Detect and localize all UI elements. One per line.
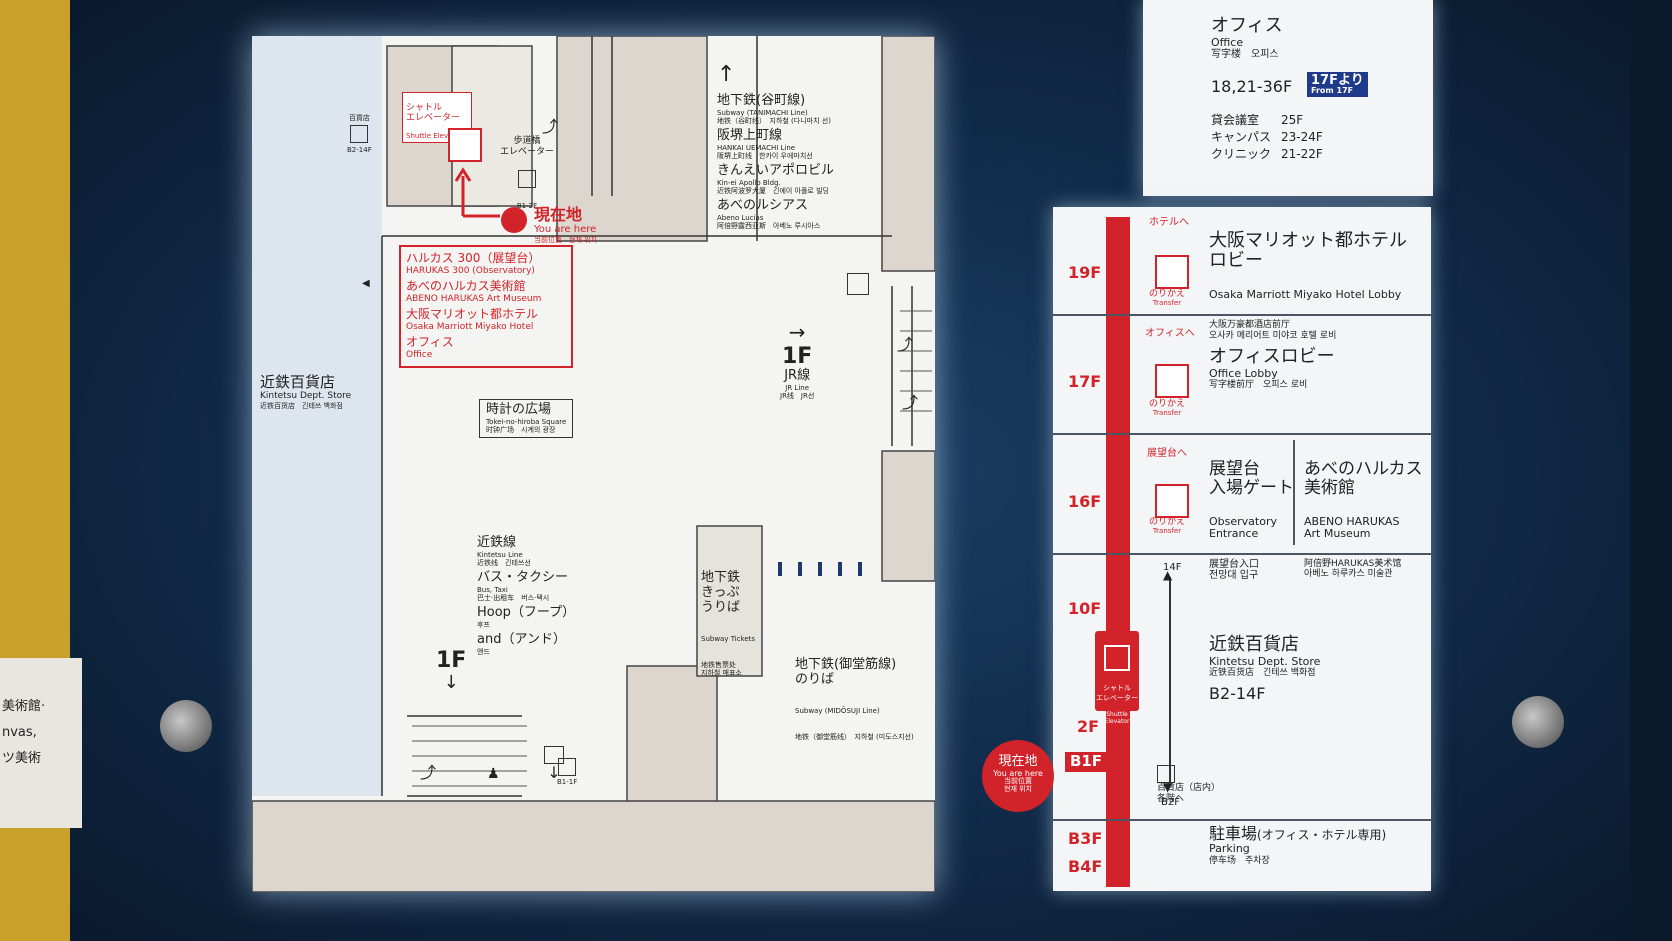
elevator-icon: [1155, 255, 1189, 289]
midosuji-line-label: 地下鉄(御堂筋線) のりば Subway (MIDŌSUJI Line) 地铁（…: [795, 657, 914, 742]
arrow-left-icon: ◀: [362, 278, 370, 289]
office-panel: オフィス Office 写字楼 오피스 18,21-36F 17Fより From…: [1143, 0, 1433, 196]
floor-b2f-label: B2F: [1161, 797, 1180, 808]
to-observatory-label: 展望台へ: [1147, 448, 1187, 459]
art-museum-label: あべのハルカス 美術館 ABENO HARUKAS Art Museum 阿倍野…: [1304, 459, 1423, 580]
elevator-icon: [518, 170, 536, 189]
current-floor-b1f: B1F: [1065, 752, 1107, 772]
arrow-right-icon: →: [788, 320, 806, 344]
left-notice: 美術館· nvas, ツ美術: [0, 658, 82, 828]
office-badge: 17Fより From 17F: [1307, 72, 1368, 97]
floor-19f: 19F: [1068, 263, 1102, 282]
elevator-icon: [350, 125, 369, 144]
destinations-box: ハルカス 300（展望台） HARUKAS 300 (Observatory) …: [399, 245, 573, 368]
elevator-icon: [847, 273, 869, 295]
south-destinations: 近鉄線 Kintetsu Line 近铁线 긴테쓰선 バス・タクシー Bus, …: [477, 535, 576, 656]
you-are-here-badge: 現在地 You are here 当前位置 현재 위치: [982, 740, 1054, 812]
divider: [1053, 553, 1431, 555]
floor-14f-label: 14F: [1163, 562, 1182, 573]
arrow-up-icon: ▲: [1163, 568, 1173, 582]
parking-label: 駐車場(オフィス・ホテル専用) Parking 停车场 주차장: [1209, 824, 1387, 867]
left-note-line: ツ美術: [2, 751, 42, 766]
floor-b4f: B4F: [1068, 857, 1103, 876]
tokei-square-label: 時計の広場 Tokei-no-hiroba Square 时钟广场 시계의 광장: [479, 399, 574, 439]
floor-2f: 2F: [1077, 717, 1100, 736]
arrow-down-icon: ↓: [443, 672, 459, 694]
divider: [1053, 314, 1431, 316]
office-heading: オフィス Office 写字楼 오피스: [1211, 15, 1283, 61]
arrow-up-icon: ↑: [717, 62, 736, 87]
elevator-icon: [1155, 364, 1189, 398]
elevator-shaft-line: [1106, 217, 1130, 887]
store-inner-elevator: 百貨店（店内） 各階へ: [1157, 755, 1220, 804]
hotel-lobby-label: 大阪マリオット都ホテル ロビー Osaka Marriott Miyako Ho…: [1209, 230, 1407, 341]
kintetsu-store-small-label: 百貨店 B2-14F: [347, 114, 372, 155]
observatory-entrance-label: 展望台 入場ゲート Observatory Entrance 展望台入口 전망대…: [1209, 459, 1294, 582]
office-floors: 18,21-36F: [1211, 77, 1293, 96]
to-office-label: オフィスへ: [1145, 328, 1195, 339]
escalator-icon: ⤴: [902, 393, 919, 412]
elevator-icon: [1155, 484, 1189, 518]
office-lobby-label: オフィスロビー Office Lobby 写字楼前厅 오피스 로비: [1209, 346, 1335, 391]
background-sign: [1435, 230, 1605, 500]
floor-17f: 17F: [1068, 372, 1102, 391]
screw-icon: [1512, 696, 1564, 748]
floor-16f: 16F: [1068, 492, 1102, 511]
locker-icon: ↓: [544, 746, 564, 782]
left-note-line: nvas,: [2, 725, 37, 740]
you-are-here-dot: [501, 207, 527, 233]
arrow-down-icon: ▼: [1163, 780, 1173, 794]
store-range-line: [1169, 577, 1171, 782]
floor-10f: 10F: [1068, 599, 1102, 618]
kintetsu-store-directory-label: 近鉄百貨店 Kintetsu Dept. Store 近铁百货店 긴테쓰 백화점…: [1209, 634, 1321, 703]
north-destinations: 地下鉄(谷町線) Subway (TANIMACHI Line) 地铁（谷町线）…: [717, 93, 835, 231]
elevator-icon: [1104, 645, 1130, 671]
elevator-icon: [558, 758, 577, 776]
screw-icon: [160, 700, 212, 752]
subway-tickets-label: 地下鉄 きっぷ うりば Subway Tickets 地铁售票处 지하철 매표소: [701, 570, 756, 678]
escalator-icon: ⤴: [897, 335, 914, 354]
divider: [1293, 440, 1295, 545]
kintetsu-store-label: 近鉄百貨店 Kintetsu Dept. Store 近铁百货店 긴테쓰 백화점: [260, 373, 352, 410]
to-hotel-label: ホテルへ: [1149, 217, 1189, 228]
escalator-icon: ⤴: [542, 117, 559, 136]
divider: [1053, 819, 1431, 821]
divider: [1053, 433, 1431, 435]
shuttle-elevator-box: シャトル エレベーター Shuttle Elevator: [1095, 631, 1139, 725]
stairs-icon: ♟: [487, 766, 500, 782]
footbridge-elevator-label: 歩道橋 エレベーター B1-2F: [500, 136, 555, 210]
left-note-line: 美術館·: [2, 699, 46, 714]
south-1f-label: 1F ↓: [436, 648, 467, 694]
escalator-icon: ⤴: [420, 763, 437, 782]
jr-line-label: → 1F JR線 JR Line JR线 JR선: [780, 320, 815, 401]
elevator-b1-1f: B1-1F: [557, 758, 577, 786]
floor-map: シャトル エレベーター Shuttle Elevator 百貨店 B2-14F …: [252, 36, 935, 892]
elevator-icon: [448, 128, 482, 162]
floor-b3f: B3F: [1068, 829, 1103, 848]
you-are-here-label: 現在地 You are here 当前位置 현재 위치: [534, 205, 597, 244]
